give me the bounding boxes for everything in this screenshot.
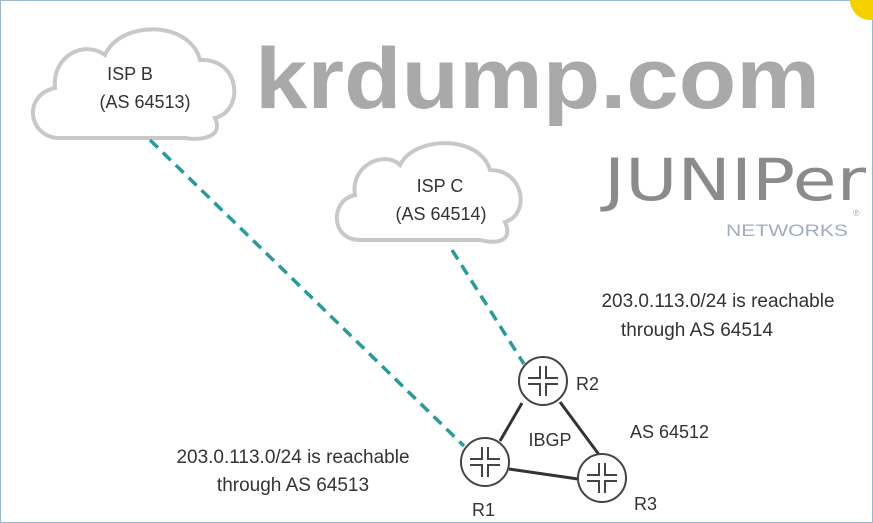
cloud-isp-b: ISP B (AS 64513): [30, 27, 237, 141]
router-r1-icon: [460, 437, 510, 487]
ibgp-label: IBGP: [528, 430, 571, 450]
cloud-as: (AS 64514): [395, 204, 486, 224]
corner-marker: [850, 0, 873, 20]
note-left-line2: through AS 64513: [217, 475, 369, 496]
ebgp-link-isp-c: [450, 249, 526, 365]
watermark: krdump.com: [255, 31, 820, 127]
ibgp-link-r2-r3: [558, 401, 602, 457]
svg-text:®: ®: [853, 208, 860, 218]
router-label-r1: R1: [472, 500, 495, 520]
router-label-r3: R3: [634, 494, 657, 514]
logo-word: JUNIPer: [600, 146, 866, 214]
note-right-line2: through AS 64514: [621, 320, 774, 341]
router-r2-icon: [518, 356, 568, 406]
cloud-isp-c: ISP C (AS 64514): [334, 141, 523, 244]
as-label: AS 64512: [630, 422, 709, 442]
router-label-r2: R2: [576, 374, 599, 394]
note-right-line1: 203.0.113.0/24 is reachable: [601, 291, 834, 312]
cloud-as: (AS 64513): [99, 92, 190, 112]
cloud-name: ISP C: [417, 176, 464, 196]
ebgp-link-isp-b: [148, 138, 466, 448]
ibgp-link-r1-r3: [508, 467, 579, 481]
cloud-name: ISP B: [107, 64, 153, 84]
juniper-logo: JUNIPer NETWORKS ®: [600, 146, 866, 240]
note-left-line1: 203.0.113.0/24 is reachable: [176, 447, 409, 468]
logo-sub: NETWORKS: [726, 221, 848, 240]
router-r3-icon: [577, 453, 627, 503]
ibgp-link-r1-r2: [498, 402, 524, 442]
